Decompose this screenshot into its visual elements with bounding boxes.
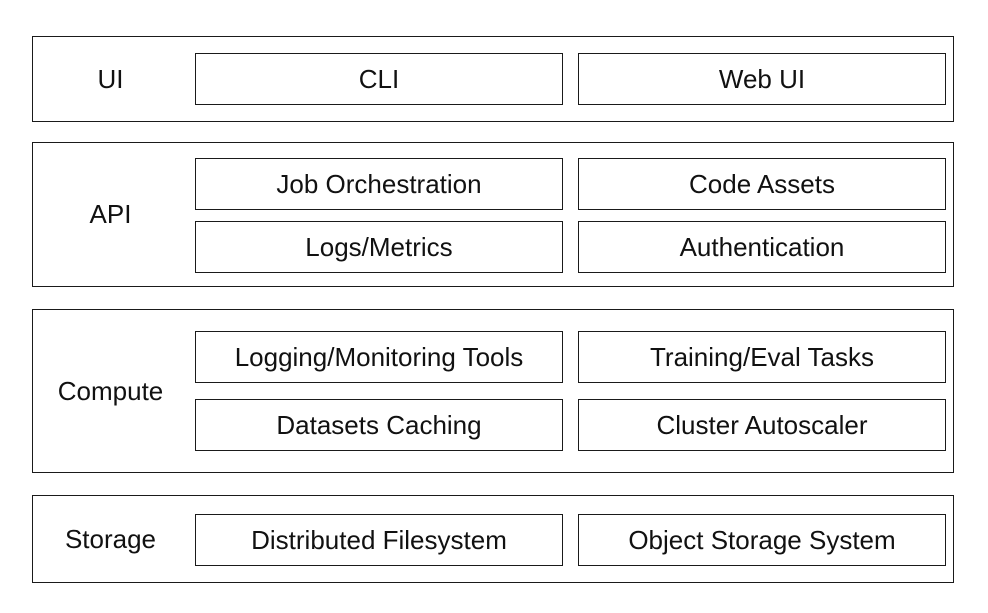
- component-web-ui: Web UI: [578, 53, 946, 105]
- component-training-eval-tasks: Training/Eval Tasks: [578, 331, 946, 383]
- layer-storage: Storage Distributed Filesystem Object St…: [32, 495, 954, 583]
- component-cli: CLI: [195, 53, 563, 105]
- layer-compute: Compute Logging/Monitoring Tools Trainin…: [32, 309, 954, 473]
- layer-api: API Job Orchestration Code Assets Logs/M…: [32, 142, 954, 287]
- component-logs-metrics: Logs/Metrics: [195, 221, 563, 273]
- component-logging-monitoring-tools: Logging/Monitoring Tools: [195, 331, 563, 383]
- component-job-orchestration: Job Orchestration: [195, 158, 563, 210]
- component-authentication: Authentication: [578, 221, 946, 273]
- component-cluster-autoscaler: Cluster Autoscaler: [578, 399, 946, 451]
- component-code-assets: Code Assets: [578, 158, 946, 210]
- component-distributed-filesystem: Distributed Filesystem: [195, 514, 563, 566]
- layer-label-api: API: [89, 199, 132, 229]
- layer-ui: UI CLI Web UI: [32, 36, 954, 122]
- component-object-storage-system: Object Storage System: [578, 514, 946, 566]
- component-datasets-caching: Datasets Caching: [195, 399, 563, 451]
- layer-label-ui: UI: [97, 63, 124, 94]
- layer-label-compute: Compute: [57, 375, 164, 406]
- layer-label-storage: Storage: [64, 523, 157, 554]
